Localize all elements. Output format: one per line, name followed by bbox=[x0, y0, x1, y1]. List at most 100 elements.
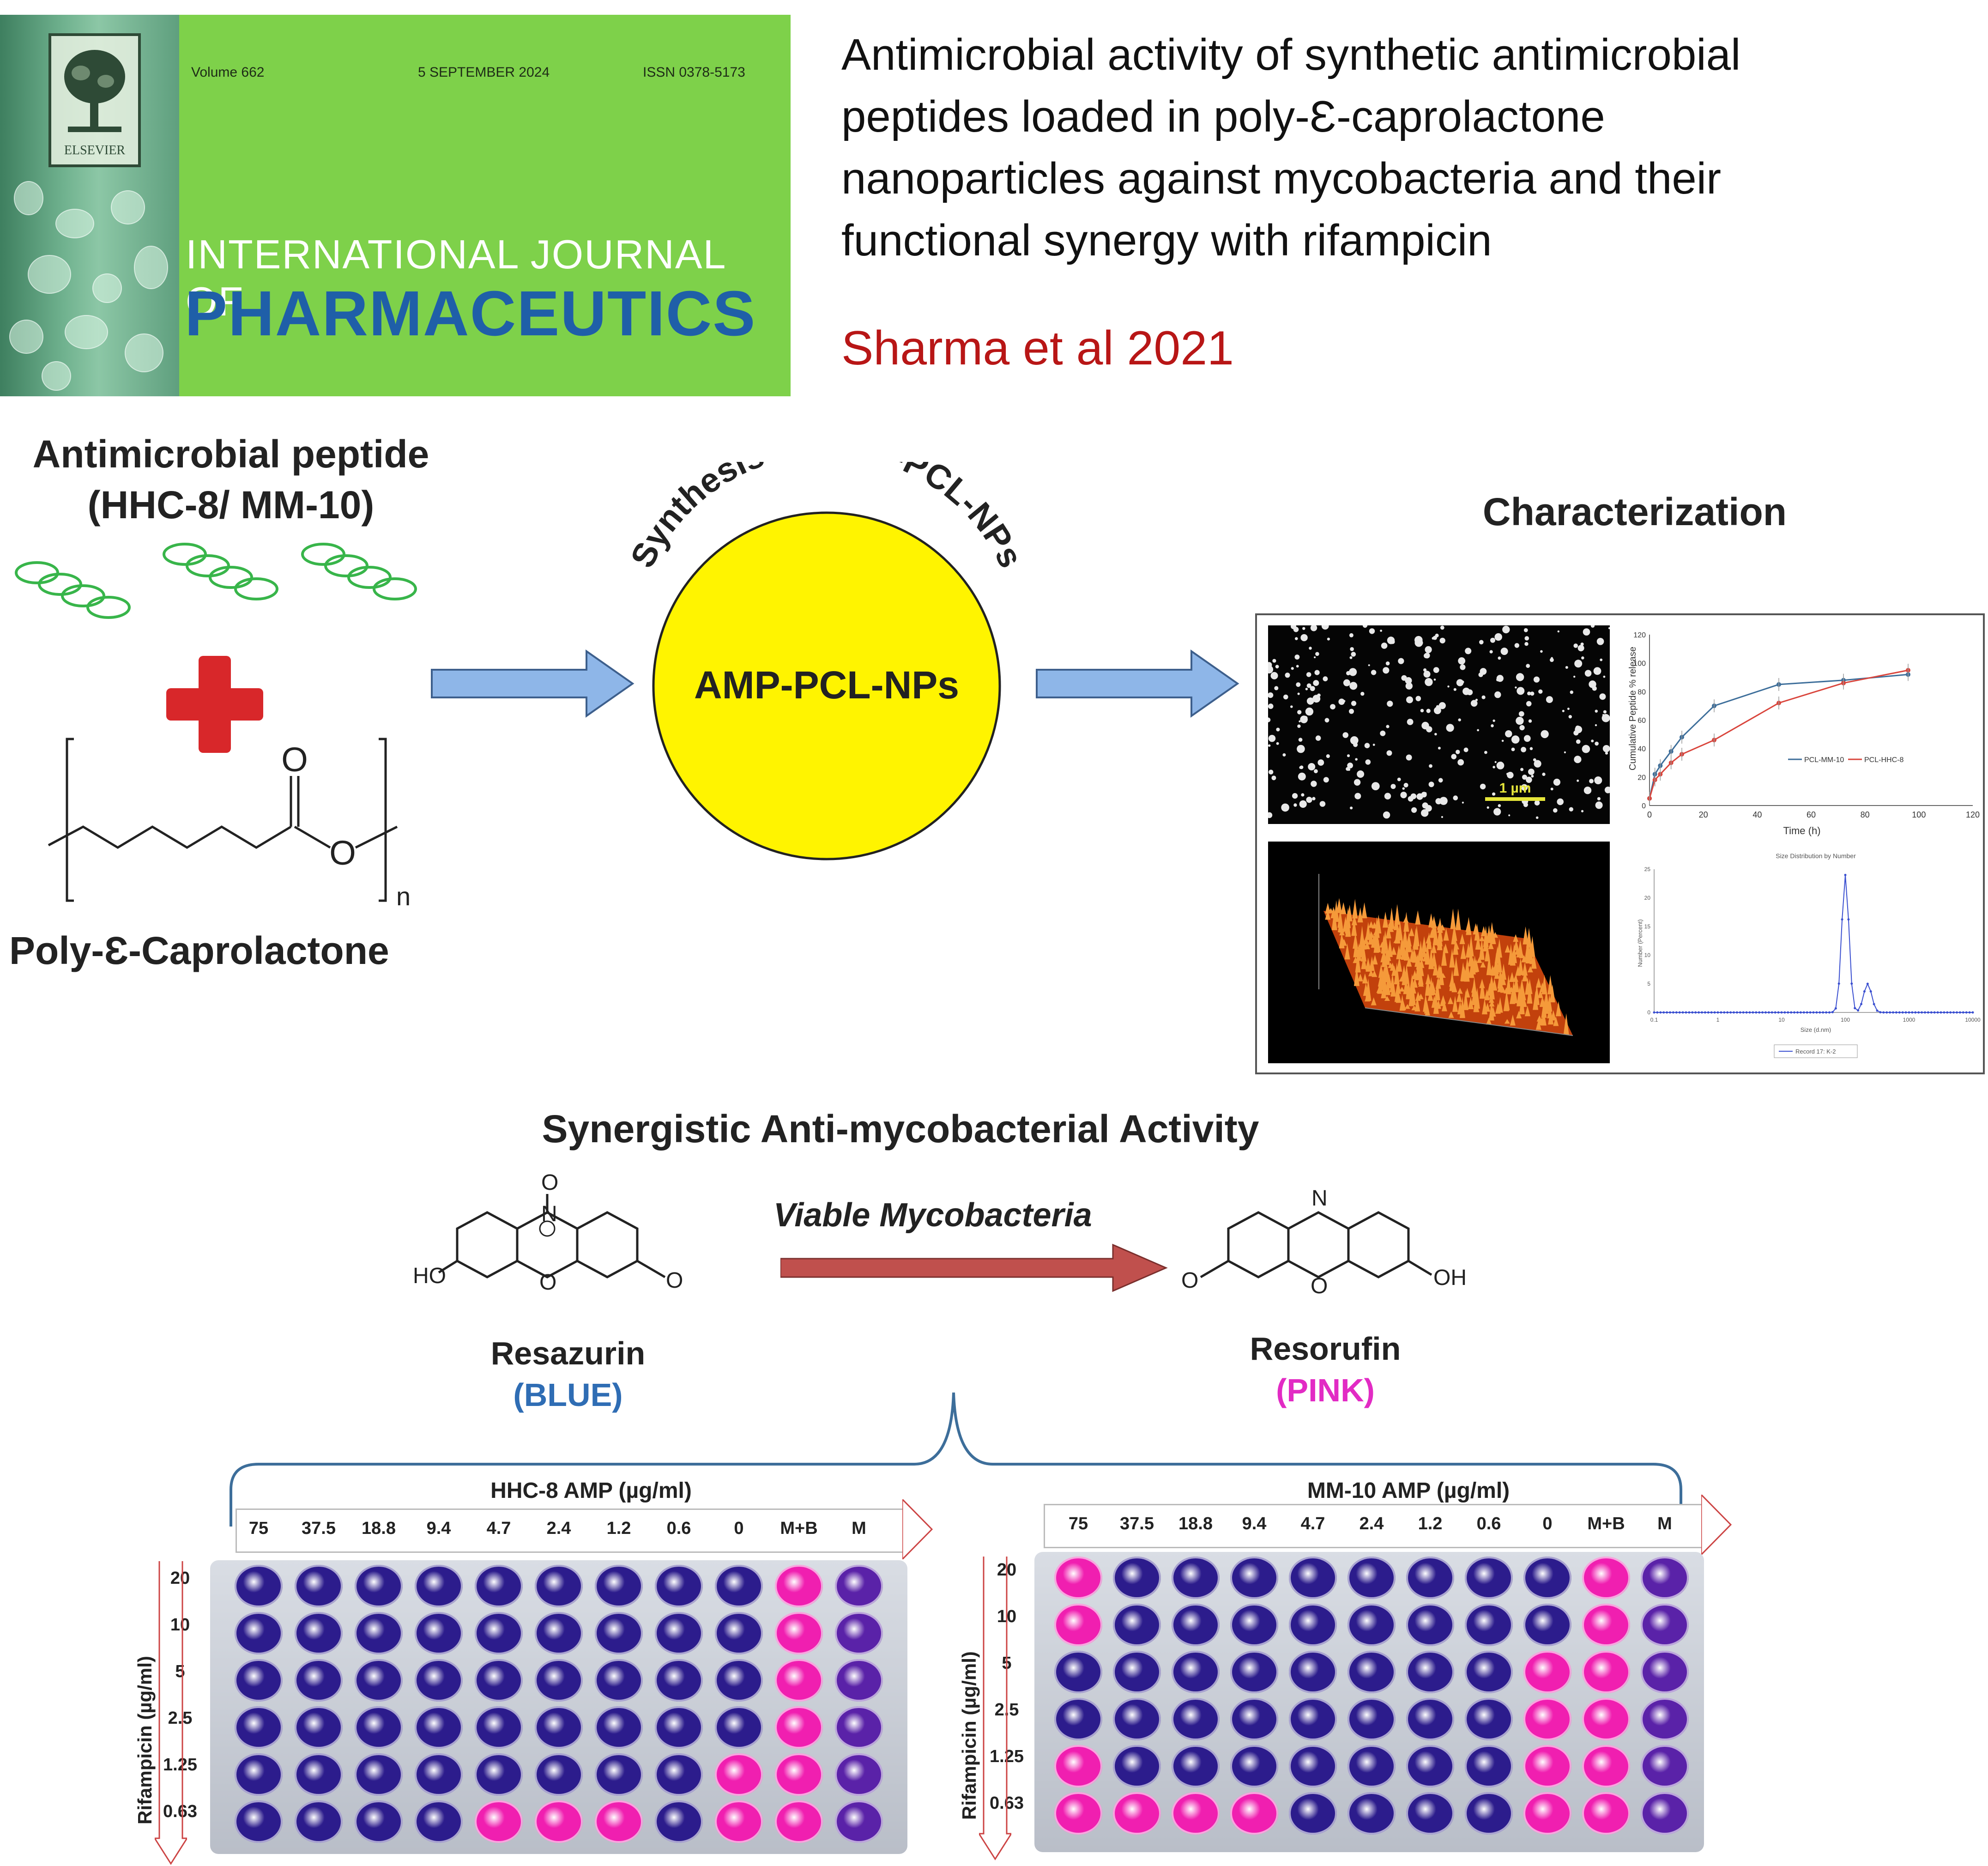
dls-point bbox=[1681, 1011, 1684, 1014]
sem-particle bbox=[1305, 688, 1308, 691]
dls-point bbox=[1742, 1011, 1745, 1014]
afm-spike bbox=[1390, 973, 1396, 993]
afm-spike bbox=[1441, 945, 1447, 966]
sem-particle bbox=[1533, 676, 1540, 683]
dls-point bbox=[1908, 1011, 1910, 1014]
well bbox=[1289, 1698, 1337, 1740]
afm-spike bbox=[1325, 909, 1331, 920]
dls-point bbox=[1796, 1011, 1799, 1014]
well bbox=[595, 1612, 643, 1654]
sem-particle bbox=[1597, 797, 1601, 800]
sem-particle bbox=[1434, 733, 1437, 736]
sem-particle bbox=[1317, 759, 1324, 766]
dls-point bbox=[1698, 1011, 1700, 1014]
sem-particle bbox=[1481, 695, 1486, 699]
well bbox=[1113, 1557, 1161, 1599]
row-label: 2.5 bbox=[994, 1700, 1019, 1720]
arrow-right-icon bbox=[431, 649, 634, 718]
afm-spike bbox=[1453, 957, 1459, 976]
resorufin-name: Resorufin bbox=[1250, 1331, 1401, 1367]
afm-spike bbox=[1522, 962, 1528, 976]
sem-particle bbox=[1519, 725, 1525, 731]
journal-cover: ELSEVIER Volume 662 5 SEPTEMBER 2024 ISS… bbox=[0, 15, 791, 396]
dls-point bbox=[1892, 1011, 1894, 1014]
bubble bbox=[92, 273, 122, 303]
sem-particle bbox=[1458, 718, 1461, 721]
row-label: 0.63 bbox=[163, 1802, 197, 1821]
release-xtick: 120 bbox=[1966, 810, 1980, 819]
afm-spike bbox=[1391, 946, 1397, 955]
cover-date: 5 SEPTEMBER 2024 bbox=[418, 65, 550, 80]
sem-particle bbox=[1521, 784, 1528, 791]
polycaprolactone-structure: O O n bbox=[48, 738, 411, 911]
dls-point bbox=[1790, 1011, 1793, 1014]
sem-particle bbox=[1297, 710, 1302, 715]
sem-particle bbox=[1462, 801, 1464, 804]
sem-particle bbox=[1285, 672, 1290, 678]
sem-particle bbox=[1496, 675, 1504, 682]
reaction-arrow-icon bbox=[780, 1243, 1168, 1292]
afm-spike bbox=[1412, 977, 1418, 988]
well bbox=[835, 1565, 883, 1607]
sem-particle bbox=[1518, 711, 1524, 717]
sem-particle bbox=[1604, 787, 1610, 794]
sem-particle bbox=[1562, 709, 1565, 712]
well bbox=[1465, 1792, 1513, 1835]
afm-spike bbox=[1486, 1018, 1492, 1025]
sem-particle bbox=[1550, 788, 1553, 791]
afm-spike bbox=[1443, 928, 1449, 941]
title-line: functional synergy with rifampicin bbox=[841, 216, 1492, 265]
release-ytick: 0 bbox=[1642, 802, 1646, 810]
dls-point bbox=[1956, 1011, 1958, 1014]
afm-spike bbox=[1449, 948, 1455, 968]
afm-spike bbox=[1505, 945, 1511, 953]
sem-particle bbox=[1385, 661, 1390, 666]
afm-spike bbox=[1452, 995, 1458, 1012]
afm-image bbox=[1268, 842, 1610, 1063]
well bbox=[1465, 1651, 1513, 1693]
sem-particle bbox=[1364, 743, 1370, 748]
sem-particle bbox=[1390, 784, 1396, 789]
sem-particle bbox=[1298, 772, 1306, 781]
dls-point bbox=[1911, 1011, 1914, 1014]
dls-point bbox=[1761, 1011, 1764, 1014]
well bbox=[475, 1565, 523, 1607]
sem-particle bbox=[1305, 707, 1314, 716]
sem-particle bbox=[1349, 668, 1357, 676]
sem-particle bbox=[1498, 804, 1501, 807]
afm-spike bbox=[1468, 997, 1474, 1009]
sem-particle bbox=[1496, 762, 1505, 769]
afm-spike bbox=[1479, 936, 1485, 941]
sem-particle bbox=[1433, 667, 1439, 673]
afm-spike bbox=[1432, 925, 1438, 945]
sem-particle bbox=[1292, 793, 1298, 799]
afm-spike bbox=[1510, 1014, 1516, 1026]
dls-point bbox=[1710, 1011, 1713, 1014]
sem-particle bbox=[1401, 675, 1407, 681]
sem-particle bbox=[1502, 625, 1510, 634]
well bbox=[1230, 1651, 1278, 1693]
well bbox=[235, 1706, 283, 1749]
well bbox=[835, 1753, 883, 1796]
afm-spike bbox=[1451, 982, 1457, 993]
afm-spike bbox=[1383, 911, 1389, 928]
dls-point bbox=[1882, 1011, 1885, 1014]
sem-particle bbox=[1576, 739, 1581, 744]
afm-spike bbox=[1475, 934, 1481, 950]
afm-spike bbox=[1414, 996, 1420, 1012]
afm-spike bbox=[1372, 922, 1378, 929]
afm-spike bbox=[1372, 955, 1378, 965]
dls-point bbox=[1815, 1011, 1818, 1014]
ester-oxygen-label: O bbox=[329, 834, 356, 872]
sem-particle bbox=[1319, 801, 1326, 807]
well bbox=[355, 1706, 403, 1749]
afm-spike bbox=[1328, 908, 1334, 914]
dls-point bbox=[1723, 1011, 1726, 1014]
peptide-helix-icons bbox=[15, 543, 417, 619]
well bbox=[595, 1659, 643, 1702]
well bbox=[1230, 1745, 1278, 1787]
sem-particle bbox=[1398, 658, 1404, 664]
sem-particle bbox=[1608, 627, 1610, 630]
well bbox=[655, 1659, 703, 1702]
dls-point bbox=[1691, 1011, 1694, 1014]
